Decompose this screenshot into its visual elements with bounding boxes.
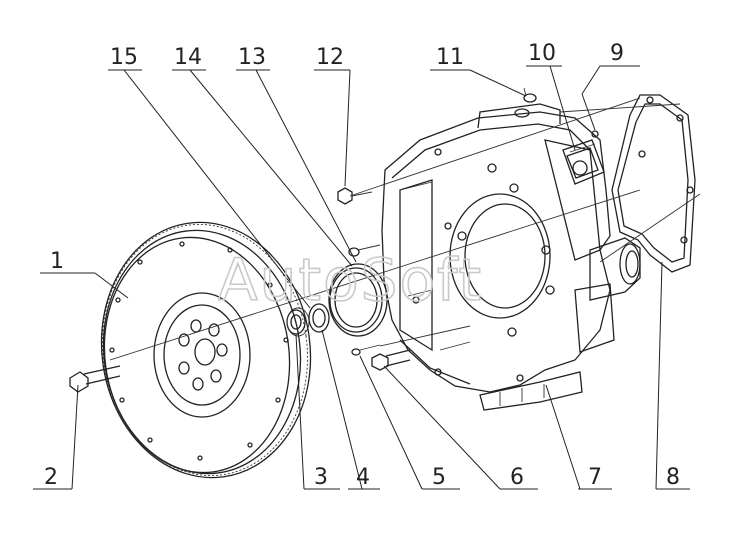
housing-bolt (371, 349, 411, 371)
crankshaft-oil-seal (328, 263, 388, 337)
callout-9: 9 (610, 41, 624, 66)
callout-10: 10 (528, 41, 556, 66)
callout-4: 4 (356, 465, 370, 490)
seal-ring (308, 303, 330, 333)
flywheel-bolt (69, 365, 121, 393)
callout-8: 8 (666, 465, 680, 490)
upper-bolt (337, 187, 373, 205)
callout-labels: 1 2 3 4 5 6 7 8 9 10 11 12 13 14 15 (44, 41, 680, 490)
callout-5: 5 (432, 465, 446, 490)
callout-3: 3 (314, 465, 328, 490)
flywheel-housing (381, 103, 641, 411)
callout-6: 6 (510, 465, 524, 490)
locating-pin (348, 244, 381, 257)
watermark-text: AutoSoft (218, 246, 483, 314)
flywheel (100, 221, 312, 479)
callout-15: 15 (110, 45, 138, 70)
callout-1: 1 (50, 249, 64, 274)
cover-screw (523, 87, 599, 138)
callout-14: 14 (174, 45, 202, 70)
housing-gasket (611, 94, 696, 273)
callout-7: 7 (588, 465, 602, 490)
dowel-pin (351, 344, 381, 356)
callout-2: 2 (44, 465, 58, 490)
callout-11: 11 (436, 45, 464, 70)
inspection-cover (562, 139, 605, 185)
callout-12: 12 (316, 45, 344, 70)
leader-lines (33, 65, 690, 490)
assembly-axes (109, 97, 701, 361)
callout-13: 13 (238, 45, 266, 70)
